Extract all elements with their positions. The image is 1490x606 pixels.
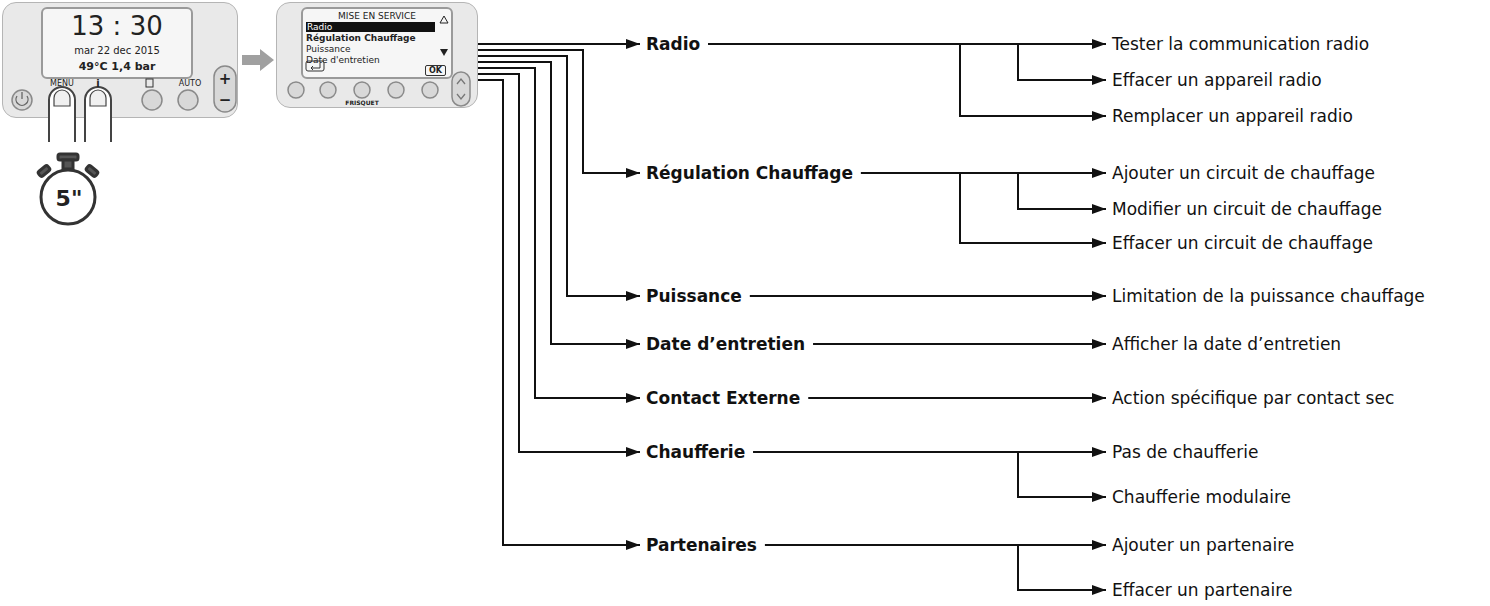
screen-text: MISE EN SERVICE [303, 11, 451, 21]
submenu-label: Remplacer un appareil radio [1112, 106, 1353, 126]
menu-connector [753, 451, 1106, 453]
submenu-label: Chaufferie modulaire [1112, 487, 1291, 507]
fingers [49, 87, 111, 142]
screen-text: Radio [306, 22, 435, 32]
button-label: − [219, 93, 232, 108]
menu-connector [813, 343, 1106, 345]
submenu-item: Effacer un appareil radio [1106, 69, 1322, 91]
menu-item: Puissance [640, 285, 750, 307]
submenu-label: Modifier un circuit de chauffage [1112, 199, 1382, 219]
submenu-item: Pas de chaufferie [1106, 441, 1258, 463]
menu-label: Radio [646, 34, 700, 54]
screen-text: OK [425, 65, 446, 76]
menu-item: Chaufferie [640, 441, 753, 463]
button-label: + [219, 72, 232, 87]
arrow-keys [457, 79, 465, 99]
submenu-label: Effacer un appareil radio [1112, 70, 1322, 90]
scroll-up-icon [440, 16, 448, 23]
submenu-label: Action spécifique par contact sec [1112, 388, 1394, 408]
menu-connector [765, 545, 1106, 590]
button-label: FRISQUET [345, 100, 378, 106]
device-buttons [12, 66, 236, 112]
submenu-item: Afficher la date d’entretien [1106, 333, 1341, 355]
submenu-item: Action spécifique par contact sec [1106, 387, 1394, 409]
button-label: i [96, 79, 99, 89]
screen-text: Puissance [306, 44, 351, 54]
submenu-item: Limitation de la puissance chauffage [1106, 285, 1425, 307]
controller-device: 13 : 30 mar 22 dec 2015 49°C 1,4 bar [2, 2, 238, 118]
menu-connector [753, 452, 1106, 497]
menu-item: Date d’entretien [640, 333, 813, 355]
menu-connector [861, 173, 1106, 209]
menu-label: Régulation Chauffage [646, 163, 853, 183]
menu-label: Contact Externe [646, 388, 800, 408]
controller-device: MISE EN SERVICERadioRégulation Chauffage… [276, 2, 478, 108]
back-icon [306, 61, 324, 71]
submenu-item: Ajouter un circuit de chauffage [1106, 162, 1375, 184]
menu-connector [808, 397, 1106, 399]
eco-icon [146, 79, 153, 87]
screen-text: Régulation Chauffage [306, 33, 416, 43]
menu-connector [750, 295, 1106, 297]
menu-item: Régulation Chauffage [640, 162, 861, 184]
menu-connector [478, 50, 640, 173]
flow-arrow [242, 49, 274, 71]
menu-label: Chaufferie [646, 442, 745, 462]
menu-connector [861, 172, 1106, 174]
menu-label: Date d’entretien [646, 334, 805, 354]
menu-item: Partenaires [640, 534, 765, 556]
menu-connector [478, 56, 640, 296]
submenu-item: Effacer un partenaire [1106, 579, 1292, 601]
screen-text: 13 : 30 [43, 12, 191, 42]
screen-text: mar 22 dec 2015 [43, 45, 191, 57]
duration-label: 5" [56, 188, 83, 210]
submenu-item: Chaufferie modulaire [1106, 486, 1291, 508]
menu-connector [861, 173, 1106, 243]
menu-connector [708, 44, 1106, 80]
stopwatch-icon [37, 154, 98, 224]
menu-label: Partenaires [646, 535, 757, 555]
submenu-label: Effacer un circuit de chauffage [1112, 233, 1373, 253]
submenu-label: Afficher la date d’entretien [1112, 334, 1341, 354]
menu-connector [478, 68, 640, 398]
submenu-item: Ajouter un partenaire [1106, 534, 1294, 556]
submenu-item: Remplacer un appareil radio [1106, 105, 1353, 127]
submenu-label: Ajouter un partenaire [1112, 535, 1294, 555]
button-label: AUTO [179, 80, 202, 88]
menu-connector [478, 43, 640, 45]
submenu-item: Modifier un circuit de chauffage [1106, 198, 1382, 220]
menu-item: Contact Externe [640, 387, 808, 409]
submenu-label: Ajouter un circuit de chauffage [1112, 163, 1375, 183]
screen-text: Date d'entretien [306, 55, 380, 65]
device-screen: 13 : 30 mar 22 dec 2015 49°C 1,4 bar [41, 7, 193, 79]
submenu-item: Effacer un circuit de chauffage [1106, 232, 1373, 254]
submenu-label: Limitation de la puissance chauffage [1112, 286, 1425, 306]
submenu-label: Tester la communication radio [1112, 34, 1369, 54]
submenu-label: Effacer un partenaire [1112, 580, 1292, 600]
menu-connector [478, 62, 640, 344]
menu-label: Puissance [646, 286, 742, 306]
menu-connector [478, 80, 640, 545]
menu-connector [765, 544, 1106, 546]
menu-connector [708, 43, 1106, 45]
submenu-label: Pas de chaufferie [1112, 442, 1258, 462]
menu-connector [478, 74, 640, 452]
scroll-down-icon [440, 49, 448, 56]
screen-text: 49°C 1,4 bar [43, 61, 191, 74]
device-buttons [288, 72, 470, 106]
button-label: MENU [50, 80, 74, 88]
menu-item: Radio [640, 33, 708, 55]
power-icon [16, 92, 28, 105]
submenu-item: Tester la communication radio [1106, 33, 1369, 55]
menu-connector [708, 44, 1106, 116]
